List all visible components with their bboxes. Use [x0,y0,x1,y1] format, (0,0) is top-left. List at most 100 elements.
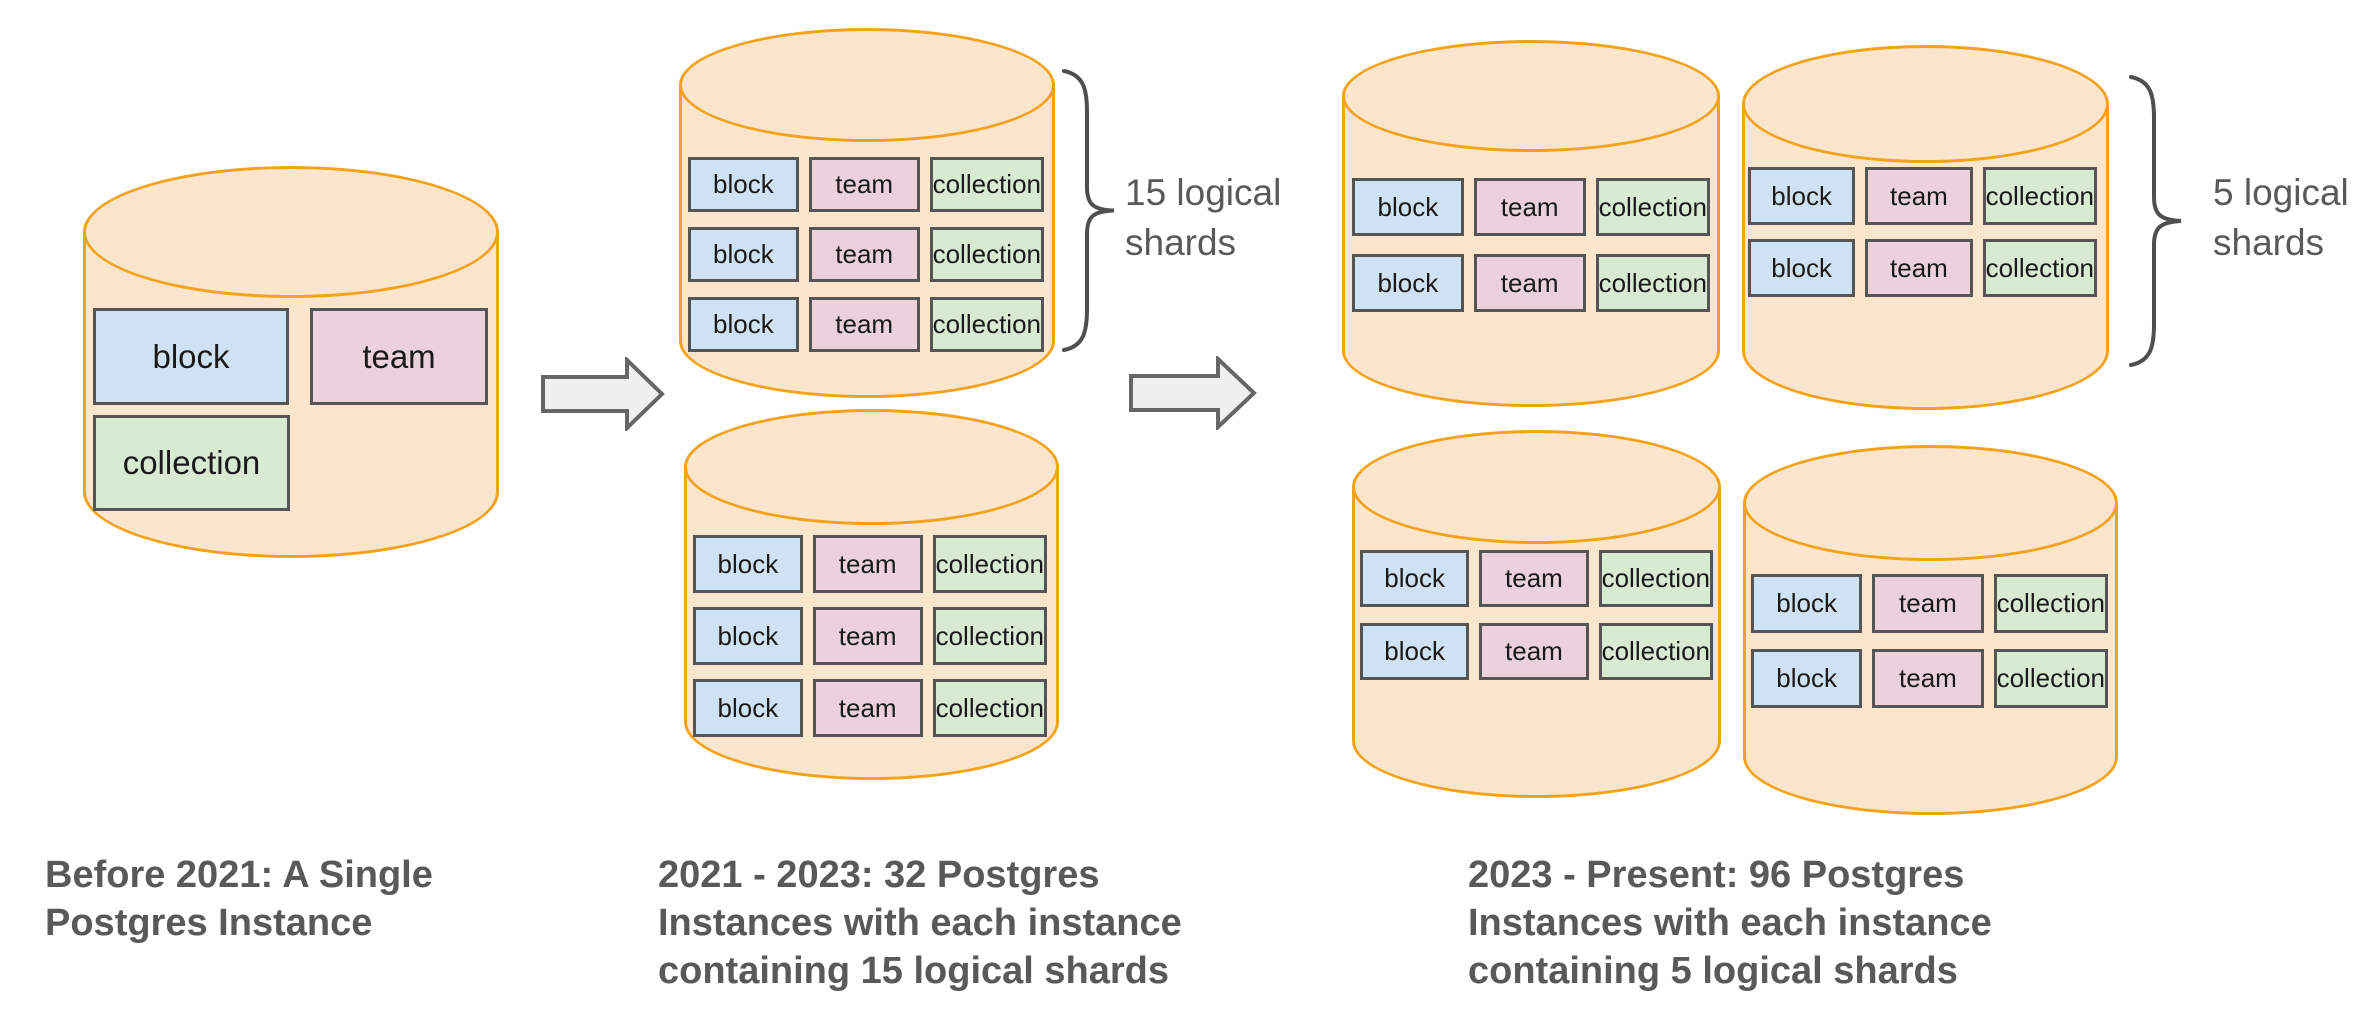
cylinder-lid [1743,445,2118,561]
table-box-block: block [693,679,803,737]
caption-line: containing 5 logical shards [1468,950,1958,992]
right-arrow-icon [541,357,665,431]
table-box-collection: collection [932,679,1047,737]
right-arrow-icon [1129,356,1257,430]
caption-line: Instances with each instance [658,902,1182,944]
cylinder-lid [1352,430,1721,544]
table-box-team: team [1479,550,1589,607]
table-box-collection: collection [93,415,290,511]
table-box-block: block [688,227,799,282]
caption-stage-2: 2021 - 2023: 32 Postgres Instances with … [658,851,1182,995]
table-box-block: block [1751,649,1863,708]
table-box-block: block [1360,550,1470,607]
table-box-team: team [1865,167,1973,225]
cylinder-lid [83,166,499,298]
caption-stage-3: 2023 - Present: 96 Postgres Instances wi… [1468,851,1992,995]
table-box-collection: collection [929,157,1044,212]
table-box-team: team [1479,623,1589,680]
cylinder-lid [1342,40,1720,152]
table-box-collection: collection [932,607,1047,665]
table-box-block: block [93,308,289,405]
table-box-collection: collection [932,535,1047,593]
postgres-instance-cylinder-single: block team collection [83,166,499,558]
table-box-team: team [1865,239,1973,297]
table-box-collection: collection [1595,178,1710,236]
table-box-collection: collection [1595,254,1710,312]
table-box-team: team [812,535,923,593]
table-box-team: team [808,227,920,282]
table-box-collection: collection [929,297,1044,352]
table-box-block: block [1352,254,1464,312]
cylinder-lid [1742,45,2109,163]
label-5-logical-shards: 5 logical shards [2213,168,2349,268]
brace-15-shards [1062,69,1115,352]
table-box-team: team [808,157,920,212]
cylinder-lid [684,409,1059,525]
table-box-block: block [1352,178,1464,236]
caption-line: Postgres Instance [45,902,373,944]
caption-line: Instances with each instance [1468,902,1992,944]
shard-label-line: shards [2213,222,2325,263]
label-15-logical-shards: 15 logical shards [1125,168,1281,268]
shard-label-line: 15 logical [1125,172,1282,213]
table-box-block: block [688,157,799,212]
table-box-block: block [693,607,803,665]
caption-line: 2021 - 2023: 32 Postgres [658,854,1100,896]
table-box-block: block [1360,623,1470,680]
table-box-block: block [1748,167,1856,225]
table-box-collection: collection [1598,623,1713,680]
table-box-block: block [1751,574,1863,633]
table-box-team: team [808,297,920,352]
shard-label-line: 5 logical [2213,172,2349,213]
table-box-block: block [688,297,799,352]
caption-stage-1: Before 2021: A Single Postgres Instance [45,851,433,947]
table-box-block: block [693,535,803,593]
brace-5-shards [2129,75,2182,367]
caption-line: Before 2021: A Single [45,854,433,896]
table-box-collection: collection [1982,239,2097,297]
table-box-team: team [310,308,488,405]
shard-label-line: shards [1125,222,1237,263]
table-box-team: team [1473,254,1586,312]
table-box-team: team [812,679,923,737]
table-box-team: team [1872,649,1984,708]
table-box-block: block [1748,239,1856,297]
table-box-team: team [1872,574,1984,633]
cylinder-lid [679,28,1055,142]
table-box-collection: collection [1598,550,1713,607]
table-box-collection: collection [1982,167,2097,225]
table-box-collection: collection [1993,574,2108,633]
table-box-team: team [812,607,923,665]
table-box-collection: collection [929,227,1044,282]
table-box-team: team [1473,178,1586,236]
caption-line: containing 15 logical shards [658,950,1170,992]
caption-line: 2023 - Present: 96 Postgres [1468,854,1965,896]
